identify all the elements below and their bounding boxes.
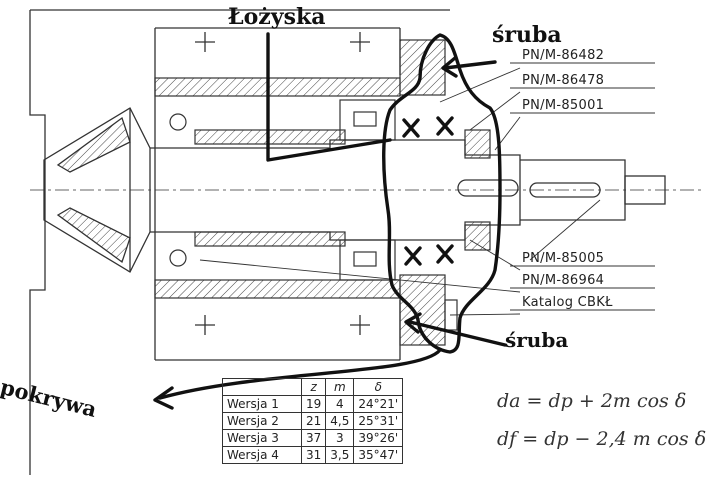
table-cell: 31 [300,446,327,464]
table-cell: Wersja 3 [222,429,302,447]
table-row: Wersja 4 31 3,5 35°47' [222,446,404,464]
nut-and-washer [444,129,491,331]
table-cell: Wersja 1 [222,395,302,413]
table-cell: 24°21' [353,395,404,413]
table-cell: 4,5 [325,412,355,430]
table-header-cell: m [325,378,355,396]
table-header-cell: δ [353,378,404,396]
table-cell: 19 [300,395,327,413]
table-cell: 4 [325,395,355,413]
table-header-cell [222,378,302,396]
part-label-85005: PN/M-85005 [522,251,605,266]
part-label-86478: PN/M-86478 [522,73,605,88]
annotation-lozyska: Łożyska [228,4,326,30]
marker-outline [153,32,507,410]
table-header-cell: z [300,378,327,396]
part-label-katalog: Katalog CBKŁ [522,295,613,310]
table-cell: 37 [300,429,327,447]
formula-df: df = dp − 2,4 m cos δ [497,428,707,450]
table-cell: 35°47' [353,446,404,464]
versions-table: z m δ Wersja 1 19 4 24°21' Wersja 2 21 4… [222,378,404,464]
table-row: Wersja 1 19 4 24°21' [222,395,404,413]
sleeve-hatching [154,39,446,346]
table-cell: 21 [300,412,327,430]
table-cell: Wersja 4 [222,446,302,464]
table-cell: 3,5 [325,446,355,464]
part-label-86964: PN/M-86964 [522,273,605,288]
table-cell: 3 [325,429,355,447]
table-cell: 25°31' [353,412,404,430]
part-label-86482: PN/M-86482 [522,48,605,63]
table-header-row: z m δ [222,378,404,396]
annotation-sruba-bottom: śruba [505,328,569,352]
table-cell: Wersja 2 [222,412,302,430]
table-row: Wersja 3 37 3 39°26' [222,429,404,447]
table-row: Wersja 2 21 4,5 25°31' [222,412,404,430]
part-label-85001: PN/M-85001 [522,98,605,113]
annotation-sruba-top: śruba [492,22,562,48]
formula-da: da = dp + 2m cos δ [497,390,687,412]
shaft [30,139,705,241]
table-cell: 39°26' [353,429,404,447]
